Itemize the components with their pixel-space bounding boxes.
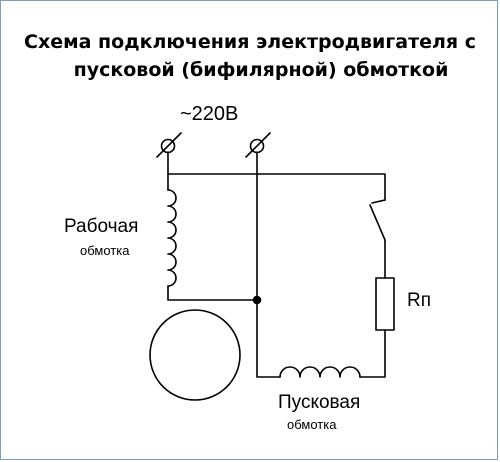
working-winding-label: Рабочая: [64, 216, 139, 237]
wire-top-bus: [167, 173, 386, 201]
motor-rotor: [149, 309, 241, 401]
wire-working-return: [167, 285, 258, 301]
title-line-1: Схема подключения электродвигателя с: [24, 31, 476, 53]
wire-resistor-down: [359, 329, 386, 378]
starting-winding-coil: [279, 366, 361, 378]
working-winding-sublabel: обмотка: [80, 243, 130, 258]
terminal-right: [245, 132, 271, 158]
junction-dot: [252, 295, 262, 305]
diagram-title: Схема подключения электродвигателя с пус…: [0, 28, 500, 84]
switch-contact: [369, 199, 386, 279]
resistor-label: Rп: [407, 290, 432, 311]
resistor-body: [375, 277, 395, 331]
working-winding-coil: [167, 189, 177, 287]
title-line-2: пусковой (бифилярной) обмоткой: [73, 59, 449, 81]
starting-winding-sublabel: обмотка: [287, 417, 337, 432]
starting-winding-label: Пусковая: [278, 392, 361, 413]
voltage-label: ~220В: [180, 103, 239, 125]
terminal-left: [156, 132, 182, 158]
wire-common: [256, 151, 281, 378]
